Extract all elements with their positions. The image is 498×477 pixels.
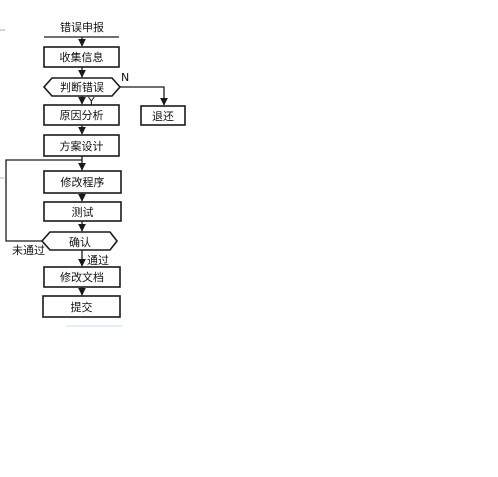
node-submit	[42, 295, 121, 318]
node-start: 错误申报	[60, 20, 104, 34]
node-return-label: 退还	[152, 110, 174, 123]
node-confirm	[40, 231, 119, 251]
label-yes: Y	[87, 95, 95, 108]
node-collect-label: 收集信息	[60, 50, 104, 64]
node-analyze-label: 原因分析	[60, 108, 104, 122]
scan-artifacts	[0, 29, 122, 327]
edge-judge-return	[120, 86, 168, 106]
edge-confirm-fail	[5, 159, 82, 242]
node-design-label: 方案设计	[60, 139, 104, 153]
node-confirm-label: 确认	[69, 236, 91, 249]
node-submit-label: 提交	[71, 300, 93, 314]
node-return	[140, 105, 186, 126]
label-pass: 通过	[87, 254, 109, 267]
node-modify-program-label: 修改程序	[61, 175, 105, 189]
label-fail: 未通过	[12, 244, 45, 257]
label-no: N	[121, 71, 129, 84]
node-test-label: 测试	[72, 206, 94, 219]
node-modify-doc-label: 修改文档	[60, 270, 104, 284]
node-judge-label: 判断错误	[60, 80, 104, 94]
